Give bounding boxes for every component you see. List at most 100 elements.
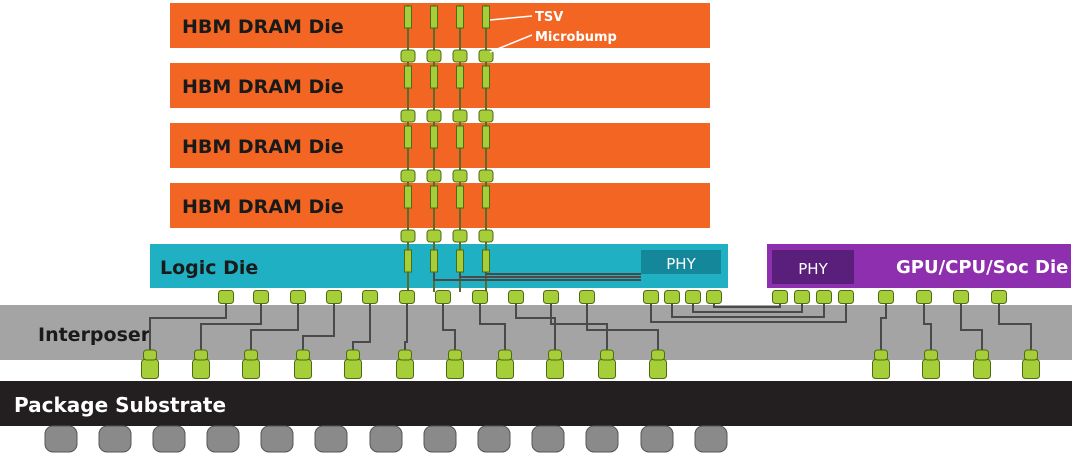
microbump <box>362 290 378 304</box>
microbump <box>253 290 269 304</box>
microbump <box>600 349 614 361</box>
microbump <box>346 349 360 361</box>
wire <box>515 300 556 352</box>
tsv <box>456 185 464 209</box>
tsv <box>404 249 412 273</box>
microbump <box>435 290 451 304</box>
microbump <box>452 109 468 123</box>
microbump <box>924 349 938 361</box>
tsv <box>430 65 438 89</box>
tsv <box>482 125 490 149</box>
tsv-columns <box>404 5 490 273</box>
microbump <box>478 109 494 123</box>
tsv <box>404 125 412 149</box>
microbump <box>452 229 468 243</box>
microbump <box>508 290 524 304</box>
microbump <box>426 229 442 243</box>
tsv <box>456 249 464 273</box>
hbm-dram-die <box>170 123 710 168</box>
wire <box>650 300 847 323</box>
microbump <box>426 169 442 183</box>
microbump <box>878 290 894 304</box>
wire <box>302 300 335 352</box>
microbump <box>472 290 488 304</box>
microbump <box>975 349 989 361</box>
solder-ball <box>585 425 619 453</box>
microbump <box>991 290 1007 304</box>
solder-ball <box>640 425 674 453</box>
tsv <box>430 125 438 149</box>
wire <box>200 300 262 352</box>
dram-stack: HBM DRAM Die HBM DRAM Die HBM DRAM Die H… <box>170 3 710 228</box>
wire <box>250 300 299 352</box>
microbump <box>579 290 595 304</box>
solder-ball <box>44 425 78 453</box>
microbump <box>664 290 680 304</box>
wire <box>433 272 641 281</box>
microbump <box>1024 349 1038 361</box>
microbump <box>916 290 932 304</box>
tsv <box>456 125 464 149</box>
microbump <box>772 290 788 304</box>
microbump <box>194 349 208 361</box>
microbump <box>218 290 234 304</box>
microbump <box>706 290 722 304</box>
microbump <box>478 49 494 63</box>
soc-phy <box>772 250 854 284</box>
tsv <box>404 65 412 89</box>
bump-layer <box>141 49 1040 379</box>
soc-phy-label: PHY <box>798 260 828 278</box>
microbump <box>496 359 514 379</box>
microbump <box>290 290 306 304</box>
logic-phy-label: PHY <box>666 255 696 273</box>
hbm-dram-die-label: HBM DRAM Die <box>182 16 344 38</box>
hbm-dram-die-label: HBM DRAM Die <box>182 76 344 98</box>
solder-ball <box>477 425 511 453</box>
microbump <box>143 349 157 361</box>
wire <box>459 272 641 278</box>
microbump <box>448 349 462 361</box>
package-substrate-label: Package Substrate <box>14 393 226 417</box>
tsv <box>404 185 412 209</box>
solder-ball <box>206 425 240 453</box>
microbump <box>598 359 616 379</box>
tsv <box>482 5 490 29</box>
tsv <box>430 5 438 29</box>
microbump <box>478 229 494 243</box>
microbump <box>816 290 832 304</box>
tsv <box>482 185 490 209</box>
microbump <box>649 359 667 379</box>
wire <box>404 300 408 352</box>
microbump <box>651 349 665 361</box>
microbump <box>426 109 442 123</box>
microbump <box>1022 359 1040 379</box>
wire <box>550 300 608 352</box>
tsv <box>456 65 464 89</box>
microbump <box>400 109 416 123</box>
microbump <box>399 290 415 304</box>
solder-ball <box>531 425 565 453</box>
microbump <box>452 49 468 63</box>
microbump <box>244 349 258 361</box>
tsv <box>404 5 412 29</box>
microbump <box>953 290 969 304</box>
wire <box>960 300 983 352</box>
microbump <box>396 359 414 379</box>
tsv <box>430 249 438 273</box>
microbump <box>874 349 888 361</box>
microbump <box>685 290 701 304</box>
wire <box>671 300 825 318</box>
tsv <box>482 249 490 273</box>
microbump <box>643 290 659 304</box>
microbump <box>546 359 564 379</box>
microbump <box>548 349 562 361</box>
microbump <box>838 290 854 304</box>
logic-phy <box>641 250 721 274</box>
microbump <box>794 290 810 304</box>
microbump <box>872 359 890 379</box>
microbump <box>426 49 442 63</box>
wire <box>442 300 456 352</box>
microbump <box>498 349 512 361</box>
solder-ball <box>694 425 728 453</box>
